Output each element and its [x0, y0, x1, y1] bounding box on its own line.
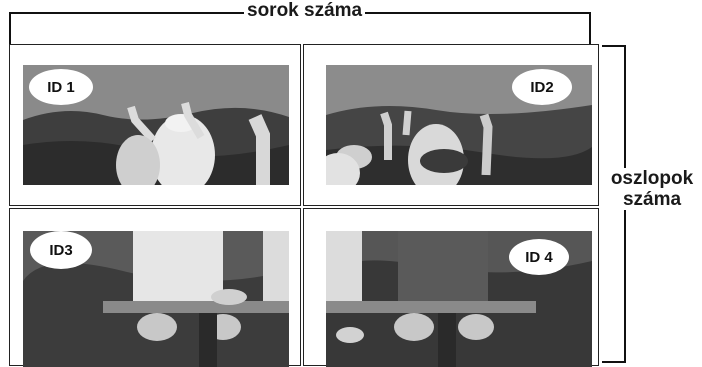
columns-label-line1: oszlopok [604, 168, 700, 189]
panel-id-badge-1: ID 1 [29, 69, 93, 105]
monitor-panel-1: ID 1 [9, 44, 301, 206]
monitor-panel-3: ID3 [9, 208, 301, 366]
panel-id-badge-3: ID3 [30, 231, 92, 269]
columns-count-label: oszlopok száma [604, 168, 700, 210]
panel-id-badge-2: ID2 [512, 69, 572, 105]
columns-label-line2: száma [604, 189, 700, 210]
rows-count-label: sorok száma [244, 0, 365, 22]
monitor-panel-4: ID 4 [303, 208, 599, 366]
monitor-panel-2: ID2 [303, 44, 599, 206]
panel-id-badge-4: ID 4 [509, 239, 569, 275]
